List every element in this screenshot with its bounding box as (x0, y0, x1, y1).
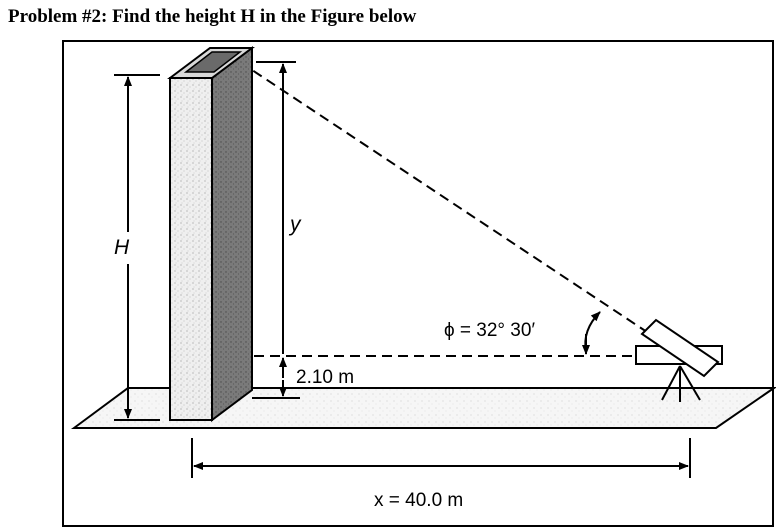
angle-label: ϕ = 32° 30′ (444, 320, 535, 341)
offset-label: 2.10 m (296, 367, 354, 388)
angle-arc-arrow (584, 311, 601, 353)
y-label: y (288, 213, 302, 236)
tower-top-opening (183, 51, 243, 73)
ground-plane (70, 387, 776, 429)
problem-title: Problem #2: Find the height H in the Fig… (8, 6, 417, 27)
x-label: x = 40.0 m (374, 490, 463, 511)
h-label: H (114, 236, 130, 259)
theodolite-instrument (635, 318, 723, 402)
tower-front-face (169, 77, 213, 421)
line-of-sight (239, 61, 651, 335)
tower-side-face (211, 46, 253, 422)
